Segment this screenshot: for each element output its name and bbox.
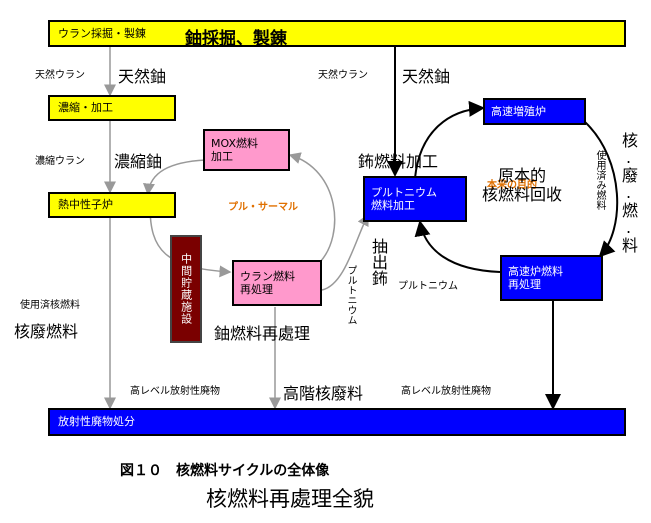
arrow-mox-to-reactor xyxy=(142,159,206,196)
interim-storage-label: 中間貯蔵施設 xyxy=(179,253,193,325)
enrichment-box: 濃縮・加工 xyxy=(48,95,176,121)
overlay-natural-uranium-left: 天然鈾 xyxy=(118,67,167,86)
overlay-enriched-uranium: 濃縮鈾 xyxy=(114,152,163,171)
spent-fuel-left-label: 使用済核燃料 xyxy=(20,300,80,311)
overlay-extracted-pu: 抽出鈽 xyxy=(369,238,388,286)
mining-box: ウラン採掘・製錬 xyxy=(48,20,626,47)
natural-uranium-mid-label: 天然ウラン xyxy=(318,70,368,81)
arrow-reprocess-to-pu-fuel xyxy=(321,213,369,291)
arrow-reactor-to-reprocess xyxy=(149,205,232,278)
arrow-pu-fuel-to-fbr xyxy=(414,100,485,179)
uranium-reprocess-box: ウラン燃料 再処理 xyxy=(232,260,322,306)
overlay-pu-fuel: 鈽燃料加工 xyxy=(358,152,439,171)
caption-subtitle: 核燃料再處理全貌 xyxy=(206,487,374,511)
arrow-reprocess-to-mox xyxy=(288,152,336,263)
mox-label: MOX燃料 加工 xyxy=(211,136,258,163)
fbr-reprocess-label: 高速炉燃料 再処理 xyxy=(508,264,563,291)
disposal-box: 放射性廃物処分 xyxy=(48,408,626,436)
pluthermal-label: プル・サーマル xyxy=(228,202,298,213)
overlay-uranium-reprocess: 鈾燃料再處理 xyxy=(214,324,311,343)
disposal-label: 放射性廃物処分 xyxy=(58,415,135,429)
hlw-left-label: 高レベル放射性廃物 xyxy=(130,386,220,397)
plutonium-bottom-label: プルトニウム xyxy=(398,281,458,292)
thermal-reactor-box: 熱中性子炉 xyxy=(48,192,176,218)
enriched-uranium-label: 濃縮ウラン xyxy=(35,156,85,167)
uranium-reprocess-label: ウラン燃料 再処理 xyxy=(240,269,295,296)
spent-fuel-right-label: 使用済み燃料 xyxy=(594,150,605,210)
arrow-fbr-reprocess-to-pu-fuel xyxy=(414,220,501,273)
arrow-fbr-to-fbr-reprocess xyxy=(584,121,619,258)
fbr-reprocess-box: 高速炉燃料 再処理 xyxy=(500,255,603,301)
overlay-spent-fuel-left: 核廢燃料 xyxy=(14,322,79,341)
overlay-mining: 鈾採掘、製錬 xyxy=(185,29,287,49)
pu-fuel-box: プルトニウム 燃料加工 xyxy=(363,176,467,222)
overlay-original-purpose: 原本的 核燃料回收 xyxy=(482,166,563,205)
natural-uranium-left-label: 天然ウラン xyxy=(35,70,85,81)
caption-title: 図１０ 核燃料サイクルの全体像 xyxy=(120,463,330,479)
plutonium-vertical-label: プルトニウム xyxy=(345,265,356,325)
thermal-reactor-label: 熱中性子炉 xyxy=(58,198,113,212)
mining-label: ウラン採掘・製錬 xyxy=(58,26,146,40)
original-purpose-label: 本来の目的 xyxy=(487,180,537,191)
overlay-spent-fuel-right: 核.廢.燃.料 xyxy=(619,132,638,253)
hlw-right-label: 高レベル放射性廃物 xyxy=(401,386,491,397)
interim-storage-box: 中間貯蔵施設 xyxy=(170,235,202,343)
fbr-label: 高速増殖炉 xyxy=(491,104,546,118)
pu-fuel-label: プルトニウム 燃料加工 xyxy=(371,185,437,212)
fbr-box: 高速増殖炉 xyxy=(483,98,586,125)
overlay-hlw: 高階核廢料 xyxy=(283,384,364,403)
enrichment-label: 濃縮・加工 xyxy=(58,101,113,115)
overlay-natural-uranium-mid: 天然鈾 xyxy=(402,67,451,86)
mox-box: MOX燃料 加工 xyxy=(203,129,290,171)
